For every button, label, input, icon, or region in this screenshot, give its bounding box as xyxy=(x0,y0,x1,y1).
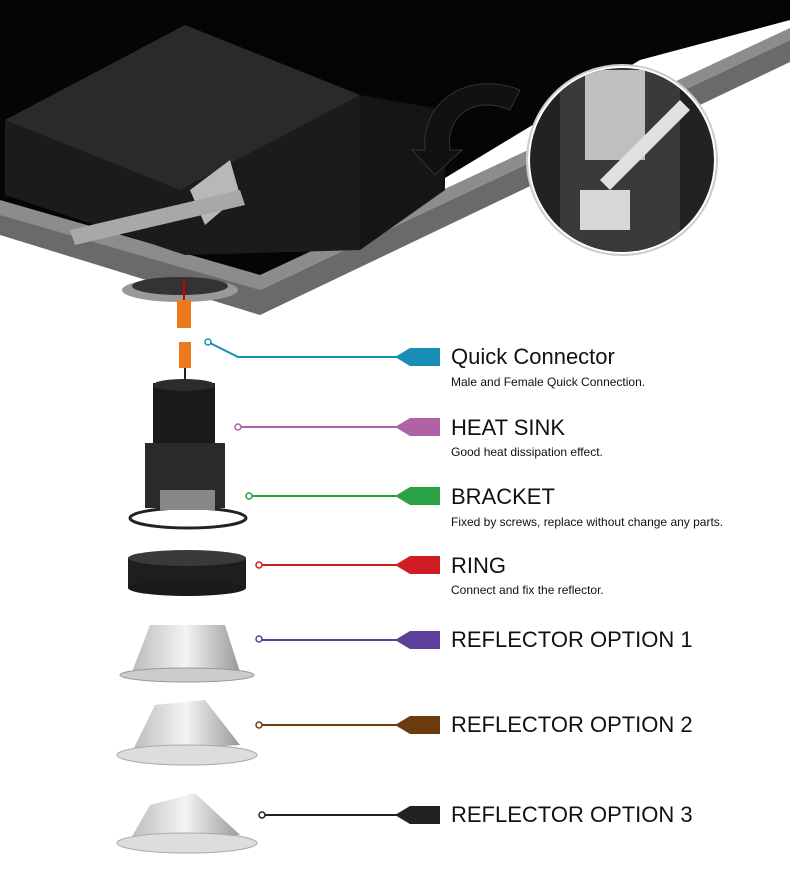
leader-dot xyxy=(234,423,242,431)
leader-dot xyxy=(204,338,212,346)
leader-dot xyxy=(245,492,253,500)
label-tag-icon xyxy=(395,716,440,734)
ring-image xyxy=(128,550,246,596)
bracket-image xyxy=(128,443,248,530)
callout-6 xyxy=(258,806,440,824)
reflector-option-1-image xyxy=(119,625,255,683)
callout-2 xyxy=(245,487,440,505)
callout-0 xyxy=(204,338,440,366)
component-title-reflector-option-3: REFLECTOR OPTION 3 xyxy=(451,802,693,827)
leader-dot xyxy=(258,811,266,819)
label-tag-icon xyxy=(395,487,440,505)
reflector-option-3-image xyxy=(116,793,258,854)
label-tag-icon xyxy=(395,806,440,824)
leader-dot xyxy=(255,561,263,569)
label-tag-icon xyxy=(395,418,440,436)
label-tag-icon xyxy=(395,631,440,649)
component-title-reflector-option-2: REFLECTOR OPTION 2 xyxy=(451,712,693,737)
callout-4 xyxy=(255,631,440,649)
callout-3 xyxy=(255,556,440,574)
leader-dot xyxy=(255,721,263,729)
inset-detail-image xyxy=(526,64,718,256)
leader-line xyxy=(207,341,400,358)
callout-1 xyxy=(234,418,440,436)
component-title-heat-sink: HEAT SINK xyxy=(451,415,566,440)
component-desc-ring: Connect and fix the reflector. xyxy=(451,583,604,597)
component-title-reflector-option-1: REFLECTOR OPTION 1 xyxy=(451,627,693,652)
heat-sink-image xyxy=(153,379,215,443)
component-desc-bracket: Fixed by screws, replace without change … xyxy=(451,515,724,529)
callout-5 xyxy=(255,716,440,734)
component-title-bracket: BRACKET xyxy=(451,484,555,509)
component-desc-heat-sink: Good heat dissipation effect. xyxy=(451,445,603,459)
component-title-ring: RING xyxy=(451,553,506,578)
component-desc-quick-connector: Male and Female Quick Connection. xyxy=(451,375,646,389)
reflector-option-2-image xyxy=(116,700,258,766)
leader-line xyxy=(258,639,400,641)
component-title-quick-connector: Quick Connector xyxy=(451,344,615,369)
label-tag-icon xyxy=(395,348,440,366)
leader-dot xyxy=(255,635,263,643)
label-tag-icon xyxy=(395,556,440,574)
callout-leaders xyxy=(204,338,440,824)
